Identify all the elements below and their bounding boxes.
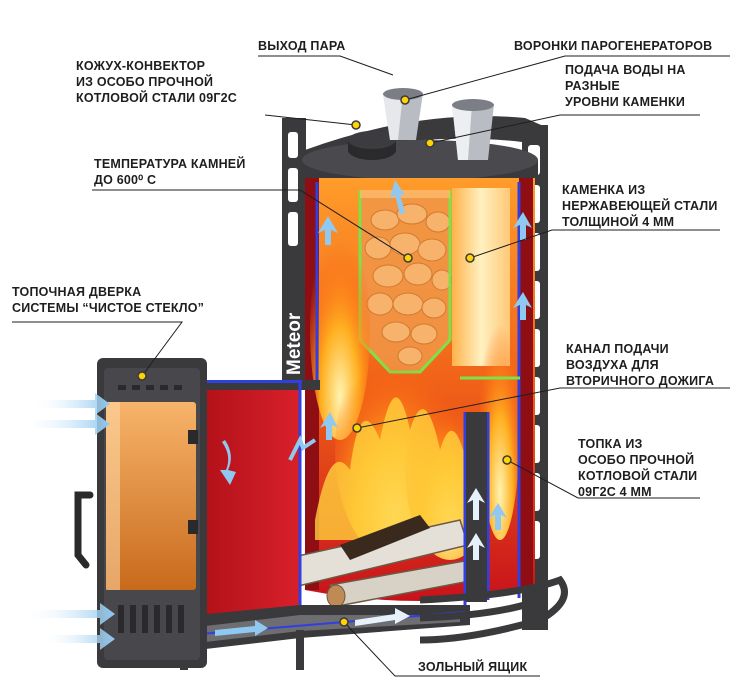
label-air-channel: КАНАЛ ПОДАЧИ ВОЗДУХА ДЛЯ ВТОРИЧНОГО ДОЖИ… — [566, 341, 714, 389]
steam-generator-funnels — [383, 88, 494, 160]
air-flow-arrows — [20, 180, 532, 650]
label-convector-casing: КОЖУХ-КОНВЕКТОР ИЗ ОСОБО ПРОЧНОЙ КОТЛОВО… — [76, 58, 237, 106]
stone-heater — [358, 190, 453, 374]
label-firebox-line3: КОТЛОВОЙ СТАЛИ — [578, 469, 698, 483]
label-convector-line1: КОЖУХ-КОНВЕКТОР — [76, 59, 206, 73]
base-ring — [419, 575, 568, 644]
label-water-supply: ПОДАЧА ВОДЫ НА РАЗНЫЕ УРОВНИ КАМЕНКИ — [565, 62, 686, 110]
label-channel-line2: ВОЗДУХА ДЛЯ — [566, 358, 659, 372]
label-water-line1: ПОДАЧА ВОДЫ НА — [565, 63, 686, 77]
label-temp-line2: ДО 600⁰ С — [94, 173, 157, 187]
label-heater-line3: ТОЛЩИНОЙ 4 ММ — [562, 215, 675, 229]
label-firebox-steel: ТОПКА ИЗ ОСОБО ПРОЧНОЙ КОТЛОВОЙ СТАЛИ 09… — [578, 436, 697, 500]
label-channel-line3: ВТОРИЧНОГО ДОЖИГА — [566, 374, 715, 388]
label-ash-box: ЗОЛЬНЫЙ ЯЩИК — [418, 659, 527, 675]
fire-door — [74, 358, 207, 668]
label-heater-line2: НЕРЖАВЕЮЩЕЙ СТАЛИ — [562, 199, 718, 213]
label-ash-line1: ЗОЛЬНЫЙ ЯЩИК — [418, 660, 528, 674]
front-firebox — [197, 380, 320, 640]
label-channel-line1: КАНАЛ ПОДАЧИ — [566, 342, 669, 356]
label-convector-line3: КОТЛОВОЙ СТАЛИ 09Г2С — [76, 91, 238, 105]
steel-outlines — [315, 182, 521, 605]
label-water-line3: УРОВНИ КАМЕНКИ — [565, 95, 686, 109]
label-firebox-line4: 09Г2С 4 ММ — [578, 485, 652, 499]
label-water-line2: РАЗНЫЕ — [565, 79, 620, 93]
label-temp-line1: ТЕМПЕРАТУРА КАМНЕЙ — [94, 157, 246, 171]
label-fire-door: ТОПОЧНАЯ ДВЕРКА СИСТЕМЫ “ЧИСТОЕ СТЕКЛО” — [12, 284, 204, 316]
callout-markers — [137, 95, 512, 627]
label-heater-steel: КАМЕНКА ИЗ НЕРЖАВЕЮЩЕЙ СТАЛИ ТОЛЩИНОЙ 4 … — [562, 182, 718, 230]
label-steam-outlet: ВЫХОД ПАРА — [258, 38, 346, 54]
brand-text: Meteor — [284, 312, 305, 375]
label-firebox-line2: ОСОБО ПРОЧНОЙ — [578, 453, 695, 467]
label-firebox-line1: ТОПКА ИЗ — [578, 437, 643, 451]
label-stone-temperature: ТЕМПЕРАТУРА КАМНЕЙ ДО 600⁰ С — [94, 156, 246, 188]
label-steam-funnels: ВОРОНКИ ПАРОГЕНЕРАТОРОВ — [514, 38, 712, 54]
label-steam-outlet-line1: ВЫХОД ПАРА — [258, 39, 346, 53]
leader-lines — [12, 55, 730, 677]
label-heater-line1: КАМЕНКА ИЗ — [562, 183, 646, 197]
label-steam-funnels-line1: ВОРОНКИ ПАРОГЕНЕРАТОРОВ — [514, 39, 713, 53]
label-door-line1: ТОПОЧНАЯ ДВЕРКА — [12, 285, 142, 299]
label-convector-line2: ИЗ ОСОБО ПРОЧНОЙ — [76, 75, 214, 89]
label-door-line2: СИСТЕМЫ “ЧИСТОЕ СТЕКЛО” — [12, 301, 205, 315]
